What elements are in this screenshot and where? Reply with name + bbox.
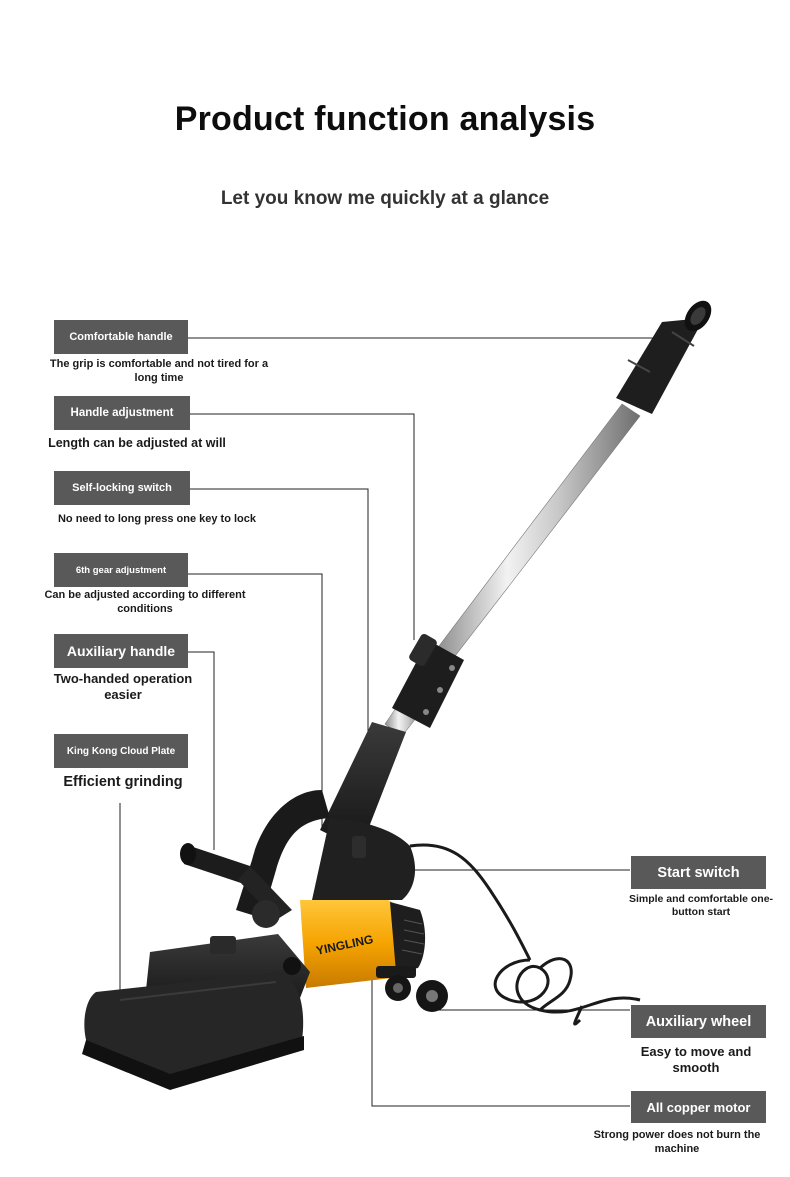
tag-start-switch: Start switch <box>631 856 766 889</box>
desc-self-locking-switch: No need to long press one key to lock <box>57 513 257 525</box>
tag-6th-gear-adjustment: 6th gear adjustment <box>54 553 188 587</box>
leader-6th-gear <box>188 573 323 830</box>
desc-auxiliary-handle: Two-handed operation easier <box>53 671 193 703</box>
desc-6th-gear-adjustment: Can be adjusted according to different c… <box>44 589 246 615</box>
start-switch-button <box>352 836 366 858</box>
desc-handle-adjustment: Length can be adjusted at will <box>48 436 226 450</box>
leader-copper-motor <box>371 940 630 1107</box>
leader-lines <box>119 337 668 1107</box>
tag-handle-adjustment: Handle adjustment <box>54 396 190 430</box>
comfortable-grip <box>616 300 712 414</box>
desc-all-copper-motor: Strong power does not burn the machine <box>593 1129 761 1155</box>
leader-handle-adjustment <box>190 413 415 640</box>
desc-start-switch: Simple and comfortable one-button start <box>628 893 774 919</box>
auxiliary-handle-grip <box>180 843 292 920</box>
tag-self-locking-switch: Self-locking switch <box>54 471 190 505</box>
page-title: Product function analysis <box>174 100 596 138</box>
tag-comfortable-handle: Comfortable handle <box>54 320 188 354</box>
desc-comfortable-handle: The grip is comfortable and not tired fo… <box>49 358 269 384</box>
auxiliary-wheels <box>376 966 448 1012</box>
leader-self-locking-switch <box>190 488 369 848</box>
page-subtitle: Let you know me quickly at a glance <box>220 188 550 209</box>
power-cord <box>409 843 641 1026</box>
tag-king-kong-cloud-plate: King Kong Cloud Plate <box>54 734 188 768</box>
tag-all-copper-motor: All copper motor <box>631 1091 766 1123</box>
tag-auxiliary-handle: Auxiliary handle <box>54 634 188 668</box>
tag-auxiliary-wheel: Auxiliary wheel <box>631 1005 766 1038</box>
cloud-plate <box>82 972 304 1090</box>
leader-auxiliary-handle <box>188 651 215 850</box>
pole-tube <box>435 403 641 661</box>
desc-king-kong-cloud-plate: Efficient grinding <box>63 774 183 790</box>
adjustment-clamp <box>392 633 464 728</box>
desc-auxiliary-wheel: Easy to move and smooth <box>640 1044 752 1076</box>
